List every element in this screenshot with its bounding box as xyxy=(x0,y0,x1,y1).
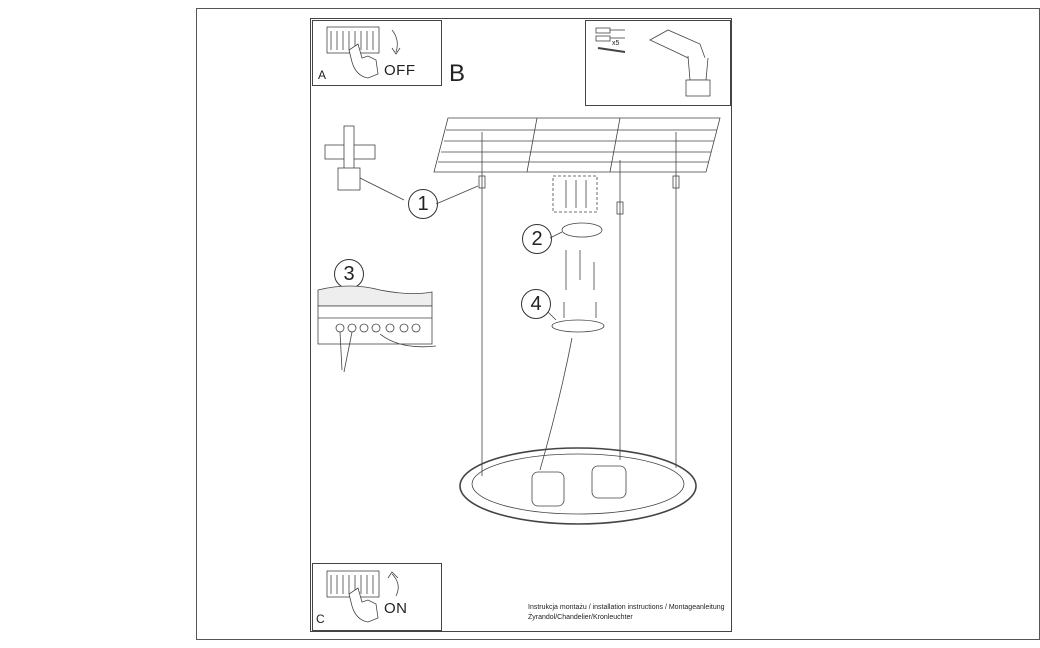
ceiling-plate xyxy=(433,117,721,173)
on-label: ON xyxy=(384,600,408,617)
breaker-on-illustration xyxy=(326,570,399,623)
anchor-quantity: x5 xyxy=(612,40,620,47)
step-3-marker: 3 xyxy=(334,259,364,289)
step-2-marker: 2 xyxy=(522,224,552,254)
instruction-sheet xyxy=(310,18,732,632)
canopy-assembly xyxy=(549,175,603,290)
panel-b-letter: B xyxy=(449,60,466,87)
suspension-cables xyxy=(478,132,680,476)
tools-illustration xyxy=(595,27,711,97)
panel-a-letter: A xyxy=(318,68,327,82)
terminal-block-illustration xyxy=(317,285,437,373)
off-label: OFF xyxy=(384,62,416,79)
step-4-marker: 4 xyxy=(521,289,551,319)
breaker-off-illustration xyxy=(326,26,401,79)
mounting-plate xyxy=(547,302,605,333)
wall-anchor-illustration xyxy=(324,125,479,205)
ring-luminaire xyxy=(459,447,697,525)
footer-line-1: Instrukcja montażu / installation instru… xyxy=(528,604,725,611)
step-1-marker: 1 xyxy=(408,189,438,219)
footer-line-2: Żyrandol/Chandelier/Kronleuchter xyxy=(528,614,633,621)
panel-c-letter: C xyxy=(316,612,325,626)
